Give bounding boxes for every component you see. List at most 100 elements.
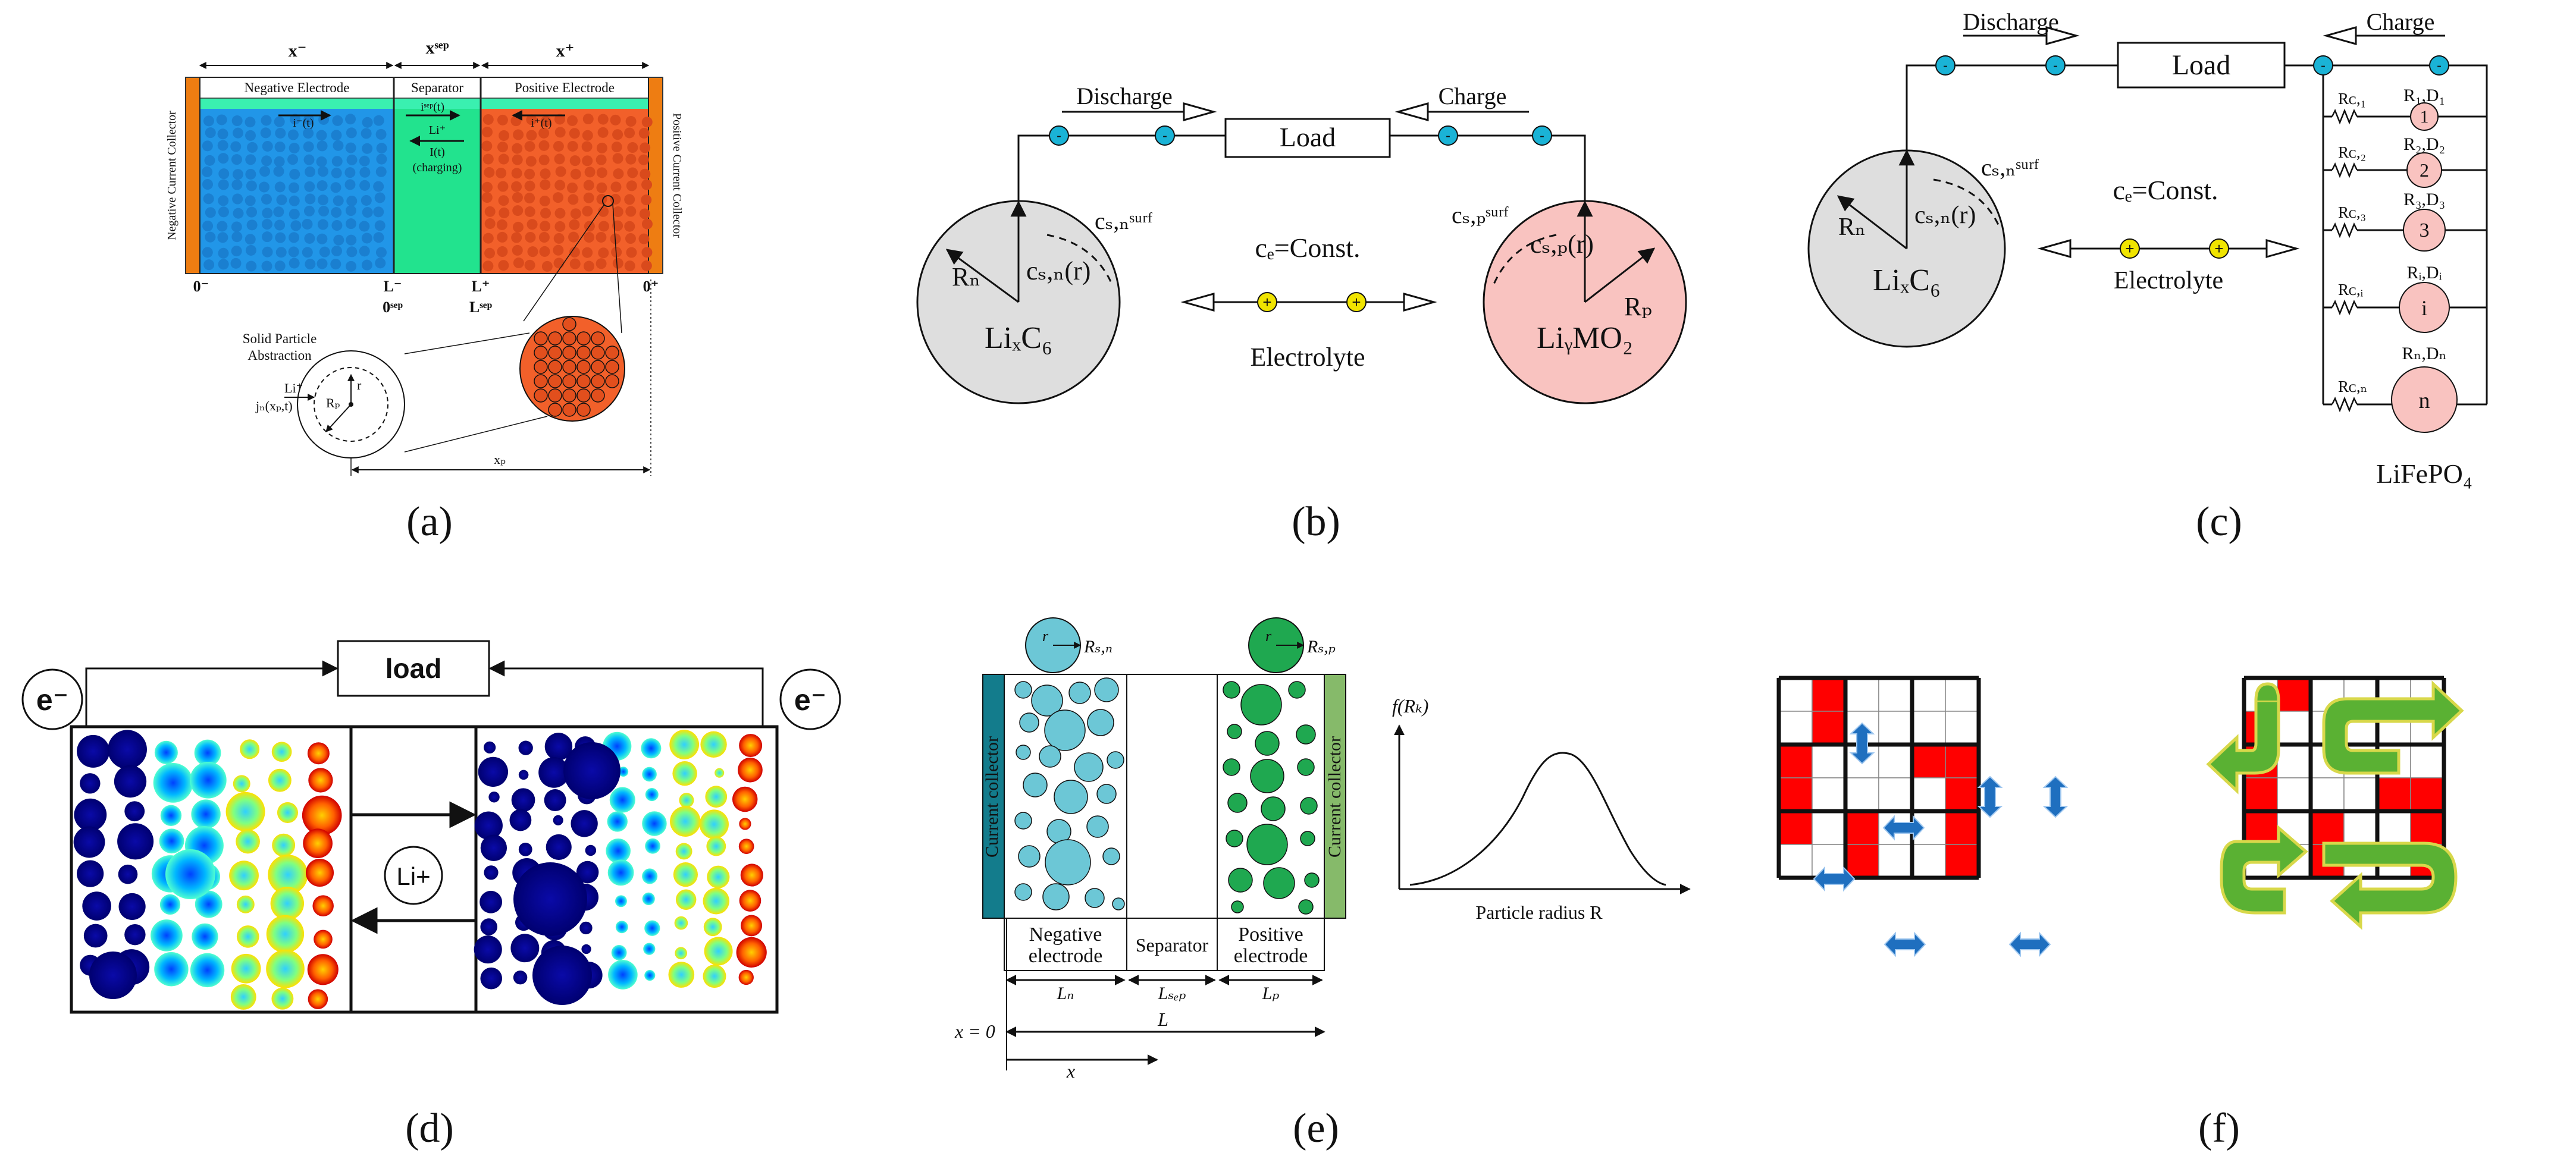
- anode-particle: [159, 894, 181, 915]
- electrode-particle: [554, 153, 565, 165]
- electrode-particle: [289, 143, 300, 154]
- electrode-particle: [596, 154, 607, 165]
- electrode-particle: [203, 259, 215, 271]
- electrode-particle: [581, 141, 593, 152]
- anode-particle: [160, 805, 182, 826]
- anode-particle: [230, 984, 256, 1010]
- anode-particle: [231, 953, 261, 984]
- branch-i: Rᴄ,ᵢ Rᵢ,Dᵢ i: [2323, 263, 2487, 333]
- load-box-c: [2117, 42, 2286, 89]
- electrode-particle: [484, 206, 496, 217]
- anode-particle: [118, 864, 138, 884]
- electrode-particle: [273, 166, 284, 177]
- electrode-particle: [612, 153, 623, 164]
- cathode-particle: [738, 969, 754, 985]
- electrode-particle: [261, 219, 272, 230]
- cathode-particle: [673, 862, 698, 887]
- electrode-particle: [305, 259, 316, 270]
- electrode-particle: [332, 115, 343, 126]
- separator-region: [394, 77, 481, 274]
- electrode-particle: [538, 140, 550, 151]
- electrode-particle: [331, 156, 343, 167]
- branch-1-id: 1: [2420, 107, 2429, 127]
- grid-cell: [1945, 711, 1979, 745]
- electrode-particle: [596, 258, 607, 269]
- cathode-particle: [484, 741, 496, 754]
- electrode-particle: [582, 114, 594, 125]
- electrode-particle: [482, 260, 494, 272]
- anode-particle: [89, 952, 137, 999]
- grid-cell: [1778, 711, 1813, 745]
- branch-2-id: 2: [2420, 159, 2429, 181]
- grid-cell: [1878, 711, 1913, 745]
- electrode-particle: [362, 143, 373, 154]
- zoom-particle: [576, 360, 591, 374]
- electrode-particle: [525, 156, 537, 167]
- electrode-particle: [261, 115, 272, 126]
- cathode-particle: [700, 731, 727, 758]
- zoom-particle: [548, 388, 562, 403]
- label-x-sep: xˢᵉᵖ: [425, 38, 449, 58]
- electrode-particle: [316, 180, 328, 191]
- electrode-particle: [511, 181, 522, 192]
- current-pos: i⁺(t): [531, 117, 552, 130]
- anode-particle: [80, 773, 101, 794]
- cathode-particle: [1300, 797, 1318, 815]
- electrode-particle: [233, 208, 244, 219]
- cathode-particle: [474, 935, 502, 964]
- cathode-particle: [672, 761, 697, 786]
- electrode-particle: [540, 115, 551, 127]
- electrode-particle: [497, 246, 508, 258]
- cathode-particle: [740, 863, 763, 887]
- cathode-particle: [1240, 684, 1282, 726]
- electrode-particle: [275, 247, 287, 258]
- electrode-particle: [218, 195, 229, 206]
- electrode-particle: [624, 127, 635, 139]
- electrode-particle: [570, 208, 581, 219]
- zoom-particle: [576, 403, 591, 417]
- branch-3-rc: Rᴄ,₃: [2338, 203, 2366, 221]
- anode-particle: [1068, 682, 1091, 704]
- electrode-particle: [497, 114, 508, 125]
- anode-particle: [118, 893, 146, 921]
- cathode-particle: [707, 865, 730, 888]
- electrode-particle: [274, 141, 286, 152]
- anode-particle: [1014, 681, 1032, 699]
- anode-particle: [1102, 847, 1120, 865]
- cathode-particle: [714, 768, 725, 778]
- electrode-particle: [612, 258, 623, 269]
- electrode-particle: [344, 179, 356, 190]
- sep-charging-label: (charging): [413, 161, 462, 174]
- electrode-particle: [373, 232, 384, 243]
- electrode-particle: [570, 168, 581, 180]
- electrode-particle: [540, 168, 551, 180]
- panel-b: Load Discharge Charge - - - - Rₙ cₛ,ₙ(r)…: [916, 83, 1687, 545]
- cathode-particle: [703, 887, 730, 915]
- electrode-particle: [569, 128, 580, 139]
- cathode-particle: [480, 918, 497, 935]
- positive-collector-bar: [648, 77, 663, 274]
- electrode-particle: [359, 155, 370, 167]
- cathode-particle: [544, 733, 573, 761]
- electrode-particle: [262, 246, 273, 258]
- cathode-particle: [739, 734, 763, 757]
- cathode-particle: [643, 943, 656, 955]
- grid-cell: [1911, 844, 1946, 878]
- anode-particle: [236, 895, 255, 913]
- zoom-particle: [562, 360, 576, 374]
- electrode-particle: [245, 168, 256, 180]
- electrode-particle: [527, 219, 538, 230]
- grid-cell: [1911, 777, 1946, 812]
- double-arrow-icon: [1882, 815, 1925, 841]
- electrode-particle: [217, 221, 228, 232]
- zoom-particle: [591, 360, 605, 374]
- electrode-particle: [375, 128, 387, 140]
- grid-cell: [1878, 744, 1913, 778]
- grid-cell: [1945, 744, 1979, 778]
- cathode-particle: [611, 945, 627, 960]
- d-load-label: load: [386, 653, 442, 684]
- cathode-particle: [546, 834, 572, 861]
- electrode-particle: [513, 129, 524, 140]
- grid-cell: [2277, 677, 2311, 712]
- cathode-particle: [644, 970, 656, 981]
